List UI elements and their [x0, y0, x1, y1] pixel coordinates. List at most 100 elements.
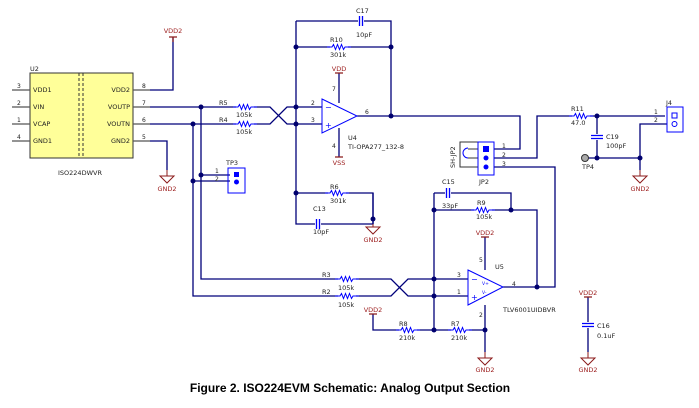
tp3-header[interactable]: TP3 1 2: [215, 159, 246, 194]
j4-ref: J4: [665, 99, 672, 107]
u5-ref: U5: [495, 263, 504, 271]
r4-value: 105k: [236, 128, 252, 136]
u5-vneg-label: V-: [482, 290, 487, 296]
c13-ref: C13: [313, 205, 326, 213]
vss-label: VSS: [333, 159, 346, 167]
pin-num: 2: [311, 100, 315, 107]
pin-num: 4: [512, 281, 516, 288]
c17-ref: C17: [356, 7, 369, 15]
gnd2-label: GND2: [630, 185, 649, 193]
r7-resistor-symbol: [448, 326, 472, 334]
r11-resistor-symbol: [569, 112, 593, 120]
c19-ref: C19: [606, 133, 619, 141]
c17-gap: [358, 17, 364, 25]
vdd2-label: VDD2: [164, 27, 183, 35]
r9-resistor-symbol: [471, 206, 495, 214]
gnd2-label: GND2: [475, 366, 494, 374]
pin-num: 1: [17, 117, 21, 124]
pin-name: GND2: [111, 137, 130, 145]
u5-opamp: − + V+ V- 3 1 4 5 2 U5 TLV6001UIDBVR: [457, 257, 556, 319]
u4-part: TI-OPA277_132-8: [347, 143, 404, 151]
pin-num: 2: [654, 117, 658, 124]
j4-connector[interactable]: J4 1 2: [654, 99, 684, 133]
pin-num: 2: [215, 176, 219, 183]
vdd2-label: VDD2: [579, 289, 598, 297]
r2-ref: R2: [322, 288, 331, 296]
r2-value: 105k: [338, 301, 354, 309]
c17-value: 10pF: [356, 31, 372, 39]
u4-plus: +: [325, 121, 332, 130]
pin-num: 2: [502, 152, 506, 159]
u4-opamp: − + 2 3 6 7 4 U4 TI-OPA277_132-8: [311, 86, 404, 151]
pin-name: GND1: [33, 137, 52, 145]
power-symbols: VDD2 VDD VSS VDD2 VDD2 VDD2 GND2 GND2 GN…: [157, 27, 649, 374]
u5-minus: −: [471, 275, 478, 284]
r6-value: 301k: [330, 197, 346, 205]
tp4-ref: TP4: [581, 163, 594, 171]
u5-part: TLV6001UIDBVR: [502, 306, 556, 314]
c17-capacitor-symbol: [358, 16, 364, 26]
r11-value: 47.0: [571, 119, 585, 127]
component-labels: R5 105k R4 105k R10 301k C17 10pF R6 301…: [219, 7, 627, 342]
u2-part: ISO224DWVR: [58, 169, 102, 177]
c16-ref: C16: [597, 322, 610, 330]
c13-gap: [315, 220, 321, 228]
r7-value: 210k: [451, 334, 467, 342]
c19-gap: [592, 134, 602, 140]
pin-num: 5: [479, 257, 483, 264]
r8-ref: R8: [399, 320, 408, 328]
c16-gap: [583, 322, 593, 328]
r3-ref: R3: [322, 271, 331, 279]
passive-components: [233, 16, 603, 334]
pin-name: VDD2: [111, 86, 130, 94]
vdd2-label: VDD2: [476, 229, 495, 237]
pin-num: 6: [365, 109, 369, 116]
r2-resistor-symbol: [335, 292, 359, 300]
r4-ref: R4: [219, 116, 228, 124]
tp3-ref: TP3: [225, 159, 238, 167]
u4-minus: −: [325, 103, 332, 112]
pin-num: 3: [311, 117, 315, 124]
figure-caption: Figure 2. ISO224EVM Schematic: Analog Ou…: [190, 381, 510, 395]
u2-isolation-amplifier: U2 ISO224DWVR 3 2 1 4 VDD1 VIN VCAP GND1…: [12, 65, 150, 177]
pin-name: VIN: [33, 103, 44, 111]
ground-icons: [158, 170, 649, 366]
jp2-shunt: SH-JP2: [449, 146, 457, 168]
pin-name: VCAP: [33, 120, 50, 128]
u5-vpos-label: V+: [482, 281, 489, 287]
pin-num: 1: [502, 143, 506, 150]
c16-value: 0.1uF: [597, 332, 615, 340]
pin-num: 4: [17, 134, 21, 141]
gnd2-label: GND2: [363, 236, 382, 244]
c13-capacitor-symbol: [315, 219, 321, 229]
c15-value: 33pF: [442, 202, 458, 210]
pin-name: VDD1: [33, 86, 52, 94]
pin-num: 6: [142, 117, 146, 124]
pin-num: 8: [142, 83, 146, 90]
c13-value: 10pF: [313, 228, 329, 236]
r5-ref: R5: [219, 99, 228, 107]
r7-ref: R7: [451, 320, 460, 328]
pin-num: 7: [142, 100, 146, 107]
r4-resistor-symbol: [233, 120, 257, 128]
jp2-jumper[interactable]: 1 2 3 JP2 SH-JP2: [449, 141, 506, 186]
tp4-testpoint[interactable]: TP4: [581, 154, 594, 172]
junctions: [190, 44, 643, 333]
r5-resistor-symbol: [233, 103, 257, 111]
r8-value: 210k: [399, 334, 415, 342]
pin-name: VOUTN: [107, 120, 130, 128]
pin-num: 1: [457, 289, 461, 296]
pin-num: 3: [502, 161, 506, 168]
pin-num: 2: [17, 100, 21, 107]
pin-num: 5: [142, 134, 146, 141]
gnd2-label: GND2: [157, 185, 176, 193]
r10-resistor-symbol: [327, 43, 351, 51]
u2-ref: U2: [30, 65, 39, 73]
u4-ref: U4: [348, 134, 357, 142]
pin-num: 2: [479, 312, 483, 319]
c19-value: 100pF: [606, 142, 627, 150]
wires: [150, 20, 667, 352]
r3-resistor-symbol: [335, 275, 359, 283]
jp2-ref: JP2: [478, 178, 489, 186]
r11-ref: R11: [571, 105, 584, 113]
